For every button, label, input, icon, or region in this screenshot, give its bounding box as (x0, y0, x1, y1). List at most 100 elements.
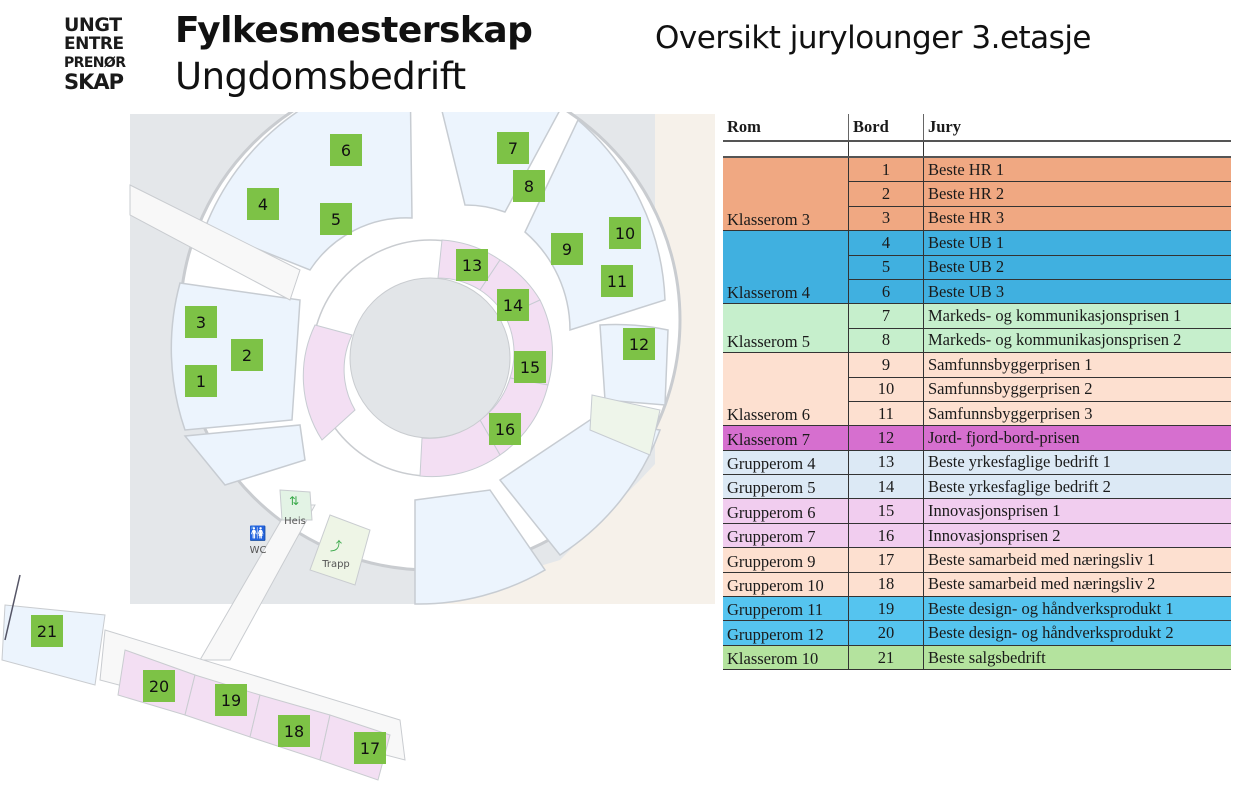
room-cell: Grupperom 9 (723, 547, 849, 573)
room-cell: Grupperom 12 (723, 620, 849, 646)
room-southwest (183, 424, 306, 486)
table-marker-number: 13 (462, 256, 482, 275)
table-marker-number: 14 (503, 296, 523, 315)
jury-cell: Beste design- og håndverksprodukt 2 (923, 620, 1231, 646)
bord-cell: 21 (848, 645, 924, 671)
room-cell: Grupperom 7 (723, 523, 849, 549)
room-cell: Klasserom 3 (723, 157, 849, 232)
jury-cell: Beste samarbeid med næringsliv 1 (923, 547, 1231, 573)
elevator-icon: ⇅ (289, 494, 299, 508)
table-marker: 19 (215, 684, 247, 716)
table-marker: 11 (601, 265, 633, 297)
table-marker: 3 (185, 306, 217, 338)
table-marker-box (247, 188, 279, 220)
jury-cell: Beste design- og håndverksprodukt 1 (923, 596, 1231, 622)
table-marker-box (231, 339, 263, 371)
table-header-row: Rom Bord Jury (723, 114, 1231, 142)
jury-cell: Beste HR 1 (923, 157, 1231, 183)
overview-heading: Oversikt jurylounger 3.etasje (655, 20, 1092, 56)
table-marker-number: 15 (520, 358, 540, 377)
jury-cell: Beste salgsbedrift (923, 645, 1231, 671)
table-marker-number: 21 (37, 622, 57, 641)
table-marker: 6 (330, 134, 362, 166)
table-marker-box (278, 715, 310, 747)
bord-cell: 8 (848, 328, 924, 354)
table-marker-box (601, 265, 633, 297)
table-marker-box (623, 328, 655, 360)
table-marker-box (320, 203, 352, 235)
bord-cell: 16 (848, 523, 924, 549)
bord-cell: 11 (848, 401, 924, 427)
table-marker-number: 2 (242, 346, 252, 365)
room-southeast (498, 419, 662, 556)
table-marker-number: 17 (360, 739, 380, 758)
bord-cell: 12 (848, 425, 924, 451)
table-marker: 7 (497, 132, 529, 164)
table-marker-number: 4 (258, 195, 268, 214)
room-cell: Grupperom 4 (723, 450, 849, 476)
table-marker: 17 (354, 732, 386, 764)
table-marker: 8 (513, 170, 545, 202)
elevator-label: Heis (284, 516, 306, 527)
stairs-icon: ⤴ (330, 538, 342, 553)
outdoor-area-lower (415, 400, 715, 604)
header-spacer (723, 141, 1231, 158)
room-green (589, 394, 661, 456)
table-marker-number: 7 (508, 139, 518, 158)
bord-cell: 15 (848, 498, 924, 524)
table-marker-number: 6 (341, 141, 351, 160)
jury-cell: Jord- fjord-bord-prisen (923, 425, 1231, 451)
table-marker-number: 1 (196, 372, 206, 391)
table-marker-number: 8 (524, 177, 534, 196)
bord-cell: 18 (848, 572, 924, 598)
jury-cell: Beste UB 1 (923, 230, 1231, 256)
table-marker: 1 (185, 365, 217, 397)
table-marker-number: 9 (562, 240, 572, 259)
jury-cell: Markeds- og kommunikasjonsprisen 1 (923, 303, 1231, 329)
corridor-northwest (129, 184, 301, 301)
table-marker: 20 (143, 670, 175, 702)
stairs-area (309, 514, 371, 586)
page-subtitle: Ungdomsbedrift (175, 55, 466, 98)
room-cell: Grupperom 6 (723, 498, 849, 524)
room-inner-west (302, 324, 356, 441)
table-marker: 15 (514, 351, 546, 383)
room-cell: Klasserom 5 (723, 303, 849, 354)
jury-cell: Innovasjonsprisen 1 (923, 498, 1231, 524)
table-marker-box (185, 365, 217, 397)
jury-cell: Beste samarbeid med næringsliv 2 (923, 572, 1231, 598)
jury-cell: Markeds- og kommunikasjonsprisen 2 (923, 328, 1231, 354)
room-cell: Grupperom 11 (723, 596, 849, 622)
elevator-area (279, 489, 313, 521)
table-marker-box (143, 670, 175, 702)
header-jury: Jury (923, 114, 1231, 142)
table-marker-number: 10 (615, 224, 635, 243)
table-marker-number: 3 (196, 313, 206, 332)
bord-cell: 20 (848, 620, 924, 646)
table-marker-box (354, 732, 386, 764)
table-marker-number: 18 (284, 722, 304, 741)
table-marker: 10 (609, 217, 641, 249)
bord-cell: 10 (848, 377, 924, 402)
room-cell: Klasserom 10 (723, 645, 849, 671)
bord-cell: 5 (848, 255, 924, 280)
page-title: Fylkesmesterskap (175, 10, 533, 51)
header-bord: Bord (848, 114, 924, 142)
atrium (349, 277, 511, 439)
jury-cell: Innovasjonsprisen 2 (923, 523, 1231, 549)
logo-line-2: ENTRE (64, 34, 124, 54)
jury-cell: Beste HR 2 (923, 181, 1231, 207)
table-marker: 12 (623, 328, 655, 360)
